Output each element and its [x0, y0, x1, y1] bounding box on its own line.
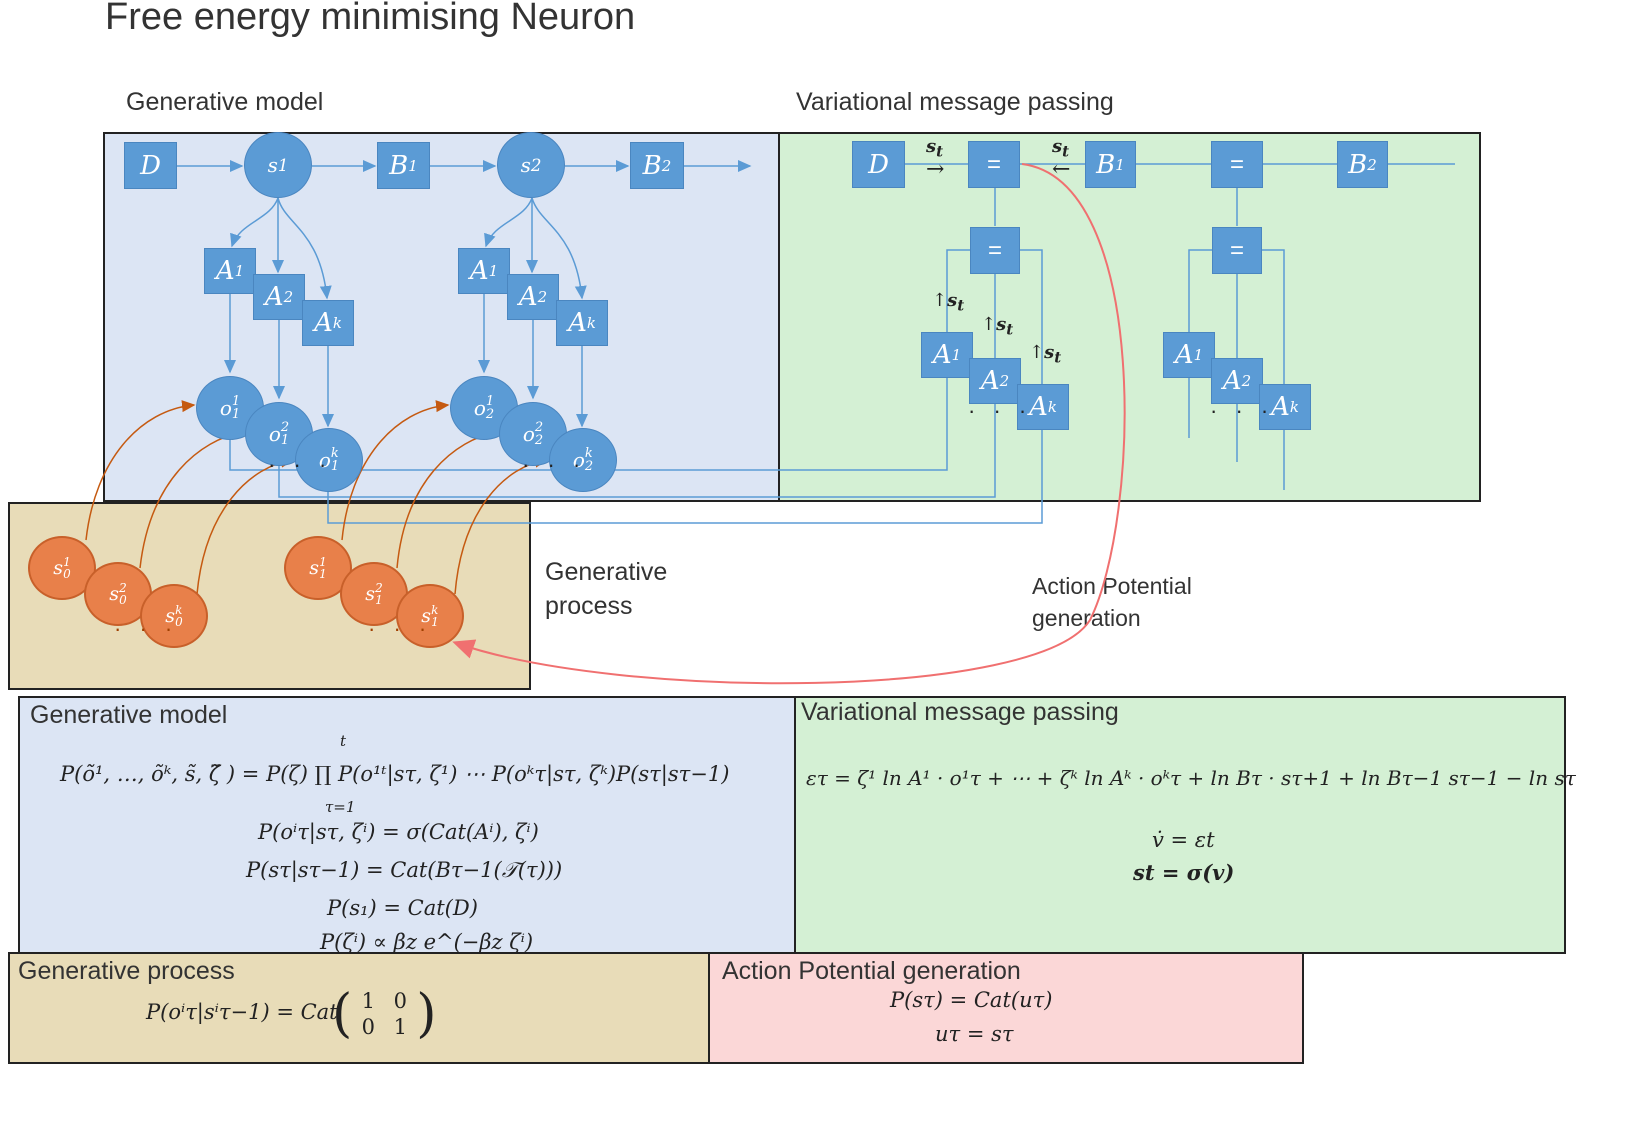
- msg-st-up-1: ↑st: [932, 290, 965, 315]
- msg-st-up-3: ↑st: [1029, 342, 1062, 367]
- vmp-eq-error: ετ = ζ¹ ln A¹ · o¹τ + ⋯ + ζᵏ ln Aᵏ · oᵏτ…: [806, 766, 1576, 790]
- bottom-action-potential-panel: [708, 952, 1304, 1064]
- equality-node-lower-2: =: [1212, 227, 1262, 274]
- gm-eq-precision: P(ζⁱ) ∝ βz e^(−βz ζⁱ): [320, 930, 534, 954]
- ellipsis: · · ·: [968, 398, 1033, 423]
- prod-upper: t: [340, 732, 347, 750]
- gm-eq-transition: P(sτ|sτ−1) = Cat(Bτ−1(𝒯(τ))): [246, 858, 563, 882]
- ellipsis: · · ·: [1210, 398, 1275, 423]
- bottom-generative-process-panel: [8, 952, 710, 1064]
- msg-st-up-2: ↑st: [981, 314, 1014, 339]
- prod-lower: τ=1: [325, 798, 356, 816]
- gp-heading: Generative process: [18, 957, 235, 985]
- vmp-eq-state: st = σ(v): [1133, 860, 1235, 885]
- ap-eq-cat: P(sτ) = Cat(uτ): [890, 988, 1053, 1012]
- ellipsis: · · ·: [268, 452, 333, 477]
- ap-eq-u: uτ = sτ: [935, 1022, 1014, 1046]
- page-title: Free energy minimising Neuron: [105, 0, 636, 38]
- equality-node-2: =: [1211, 141, 1263, 188]
- D-node: D: [124, 142, 177, 189]
- gm-heading: Generative model: [30, 701, 228, 729]
- action-potential-heading: Action Potential generation: [1032, 573, 1192, 631]
- vmp-bottom-heading: Variational message passing: [801, 698, 1119, 726]
- ellipsis: · · ·: [368, 616, 433, 641]
- vmp-heading: Variational message passing: [796, 88, 1114, 116]
- equality-node-lower: =: [970, 227, 1020, 274]
- gp-eq: P(oⁱτ|sⁱτ−1) = Cat: [146, 1000, 338, 1024]
- gm-eq-joint: P(õ¹, …, õᵏ, s̃, ζ̃ ) = P(ζ) ∏ P(o¹ᵗ|sτ,…: [60, 762, 730, 786]
- ap-heading: Action Potential generation: [722, 957, 1021, 985]
- vmp-D-node: D: [852, 141, 905, 188]
- gm-eq-prior: P(s₁) = Cat(D): [327, 896, 478, 920]
- bottom-vmp-panel: [794, 696, 1566, 954]
- gp-matrix: ( 1 0 0 1 ): [332, 984, 437, 1044]
- ellipsis: · · ·: [114, 616, 179, 641]
- msg-st-right: st→: [926, 136, 945, 182]
- generative-process-heading: Generative process: [545, 558, 668, 620]
- ellipsis: · · ·: [522, 452, 587, 477]
- vmp-eq-voltage: v̇ = εt: [1152, 828, 1215, 852]
- generative-model-heading: Generative model: [126, 88, 324, 116]
- vmp-panel: [778, 132, 1481, 502]
- msg-st-left: st←: [1052, 136, 1071, 182]
- gm-eq-likelihood: P(oⁱτ|sτ, ζⁱ) = σ(Cat(Aⁱ), ζⁱ): [258, 820, 539, 844]
- equality-node: =: [968, 141, 1020, 188]
